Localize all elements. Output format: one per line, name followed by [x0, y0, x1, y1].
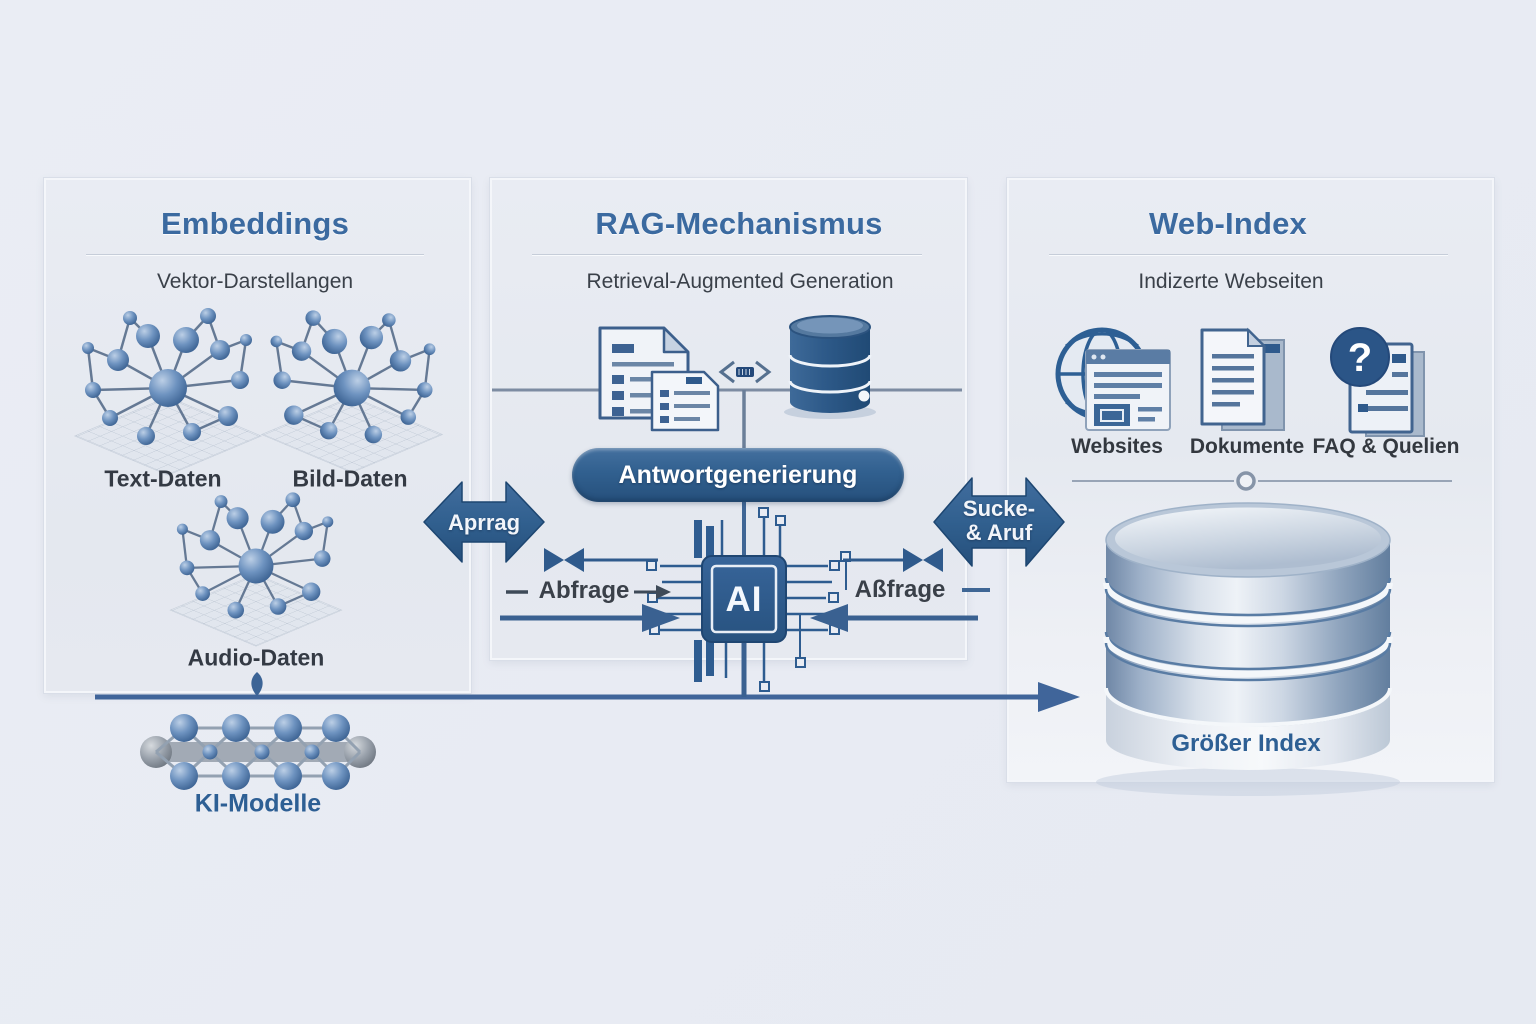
audio-data-network-icon [168, 491, 344, 648]
dokumente-label: Dokumente [1189, 435, 1305, 458]
exchange-right-line1: Sucke- [962, 496, 1036, 521]
exchange-left-label: Aprrag [447, 510, 521, 535]
dokumente-icon [1200, 327, 1285, 431]
exchange-right-label: Sucke- & Aruf [963, 497, 1035, 545]
exchange-arrow-right [933, 477, 1065, 567]
rag-database-icon [784, 315, 876, 419]
rag-title-divider [532, 254, 922, 256]
rag-connector-lines [492, 388, 962, 697]
answer-generation-pill: Antwortgenerierung [572, 448, 904, 502]
web-index-subtitle: Indizerte Webseiten [1138, 270, 1324, 293]
sync-arrow-icon [718, 360, 772, 384]
text-data-network-icon [73, 306, 263, 477]
image-data-label: Bild-Daten [292, 465, 408, 492]
websites-label: Websites [1071, 435, 1163, 458]
index-database-icon [1096, 502, 1400, 796]
documents-icon [598, 326, 720, 432]
ki-models-chain-icon [140, 714, 376, 790]
embeddings-subtitle: Vektor-Darstellangen [156, 270, 354, 293]
ki-models-label: KI-Modelle [194, 789, 322, 818]
faq-label: FAQ & Quelien [1312, 435, 1460, 458]
faq-question-glyph: ? [1348, 336, 1372, 380]
embeddings-title-divider [86, 254, 424, 256]
query-label-left: Abfrage [538, 577, 630, 604]
exchange-arrow-left [423, 481, 545, 563]
web-index-divider [1072, 471, 1452, 491]
web-index-title-divider [1049, 254, 1448, 256]
query-arrows-right [810, 548, 990, 632]
faq-icon: ? [1330, 327, 1425, 437]
index-size-label: Größer Index [1171, 730, 1321, 757]
exchange-right-line2: & Aruf [965, 520, 1033, 545]
query-label-right: Aßfrage [854, 576, 946, 603]
embeddings-title: Embeddings [160, 206, 350, 241]
main-flow-arrow [95, 672, 1080, 712]
rag-title: RAG-Mechanismus [595, 206, 883, 241]
ai-chip-icon [646, 507, 851, 692]
websites-globe-icon [1055, 327, 1171, 431]
audio-data-label: Audio-Daten [187, 644, 325, 671]
image-data-network-icon [260, 309, 444, 474]
web-index-title: Web-Index [1149, 206, 1307, 241]
rag-subtitle: Retrieval-Augmented Generation [586, 270, 894, 293]
ai-chip-label: AI [725, 580, 763, 619]
audio-pin-marker [251, 672, 263, 696]
answer-generation-label: Antwortgenerierung [618, 460, 858, 489]
text-data-label: Text-Daten [104, 465, 222, 492]
query-arrows-left [500, 548, 680, 632]
